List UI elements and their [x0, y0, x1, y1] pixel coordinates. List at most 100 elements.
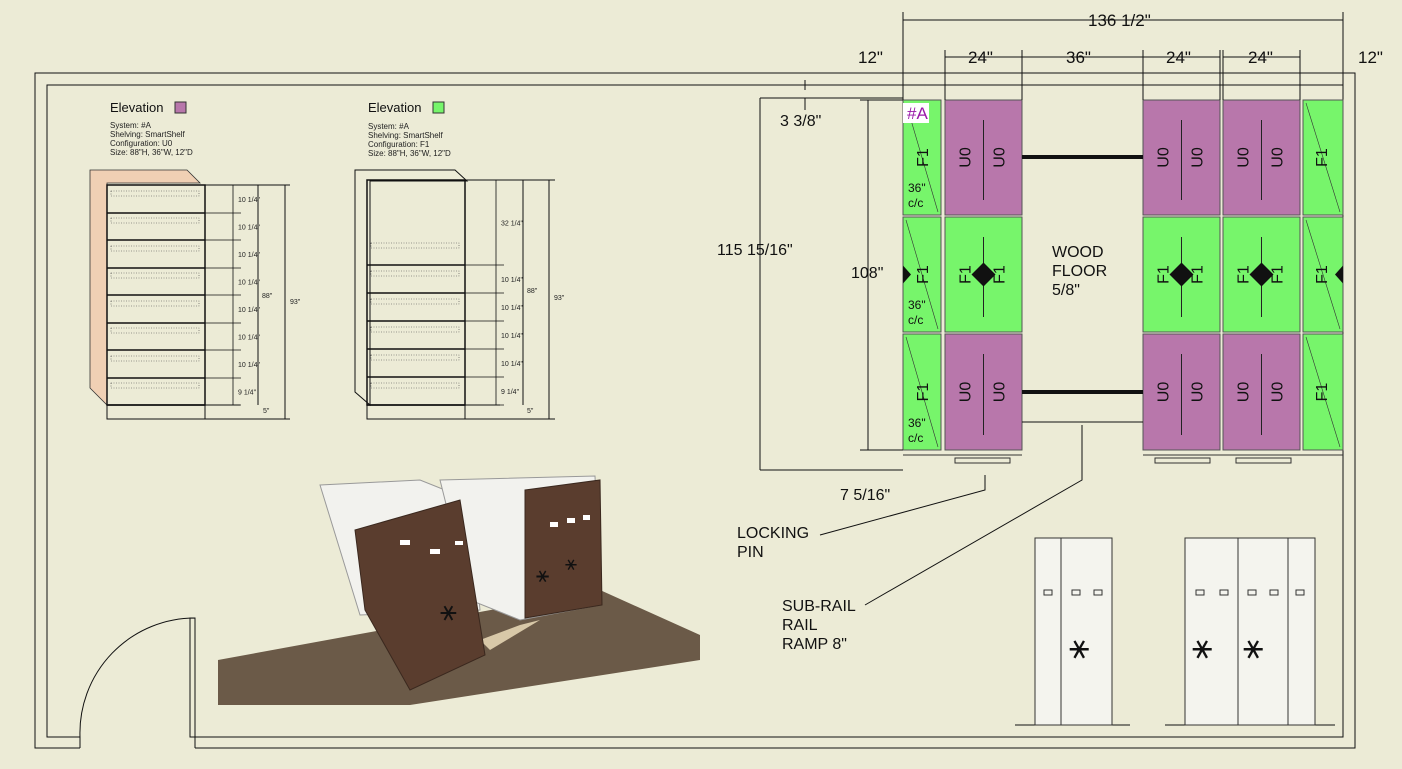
opening-dim: 32 1/4" [501, 221, 523, 228]
spacing-label: 36" [908, 298, 926, 312]
config-label: U0 [1190, 147, 1207, 168]
column-dim: 24" [968, 48, 993, 67]
system-text: System: #A [110, 121, 152, 130]
carriage-u0-row1[interactable]: U0 U0 [1222, 99, 1301, 216]
opening-dim: 10 1/4" [238, 197, 260, 204]
carriage-f1-row3[interactable]: F1 [1302, 333, 1344, 451]
opening-dim: 9 1/4" [501, 389, 520, 396]
config-label: F1 [992, 265, 1009, 284]
shelf-label-strip [110, 272, 200, 279]
size-text: Size: 88"H, 36"W, 12"D [368, 149, 451, 158]
size-text: Size: 88"H, 36"W, 12"D [110, 148, 193, 157]
handle-icon: ⚹ [1069, 628, 1089, 666]
shelf-label-strip [110, 355, 200, 362]
column-dim: 24" [1166, 48, 1191, 67]
run-length-dim: 108" [851, 265, 883, 282]
elevation-f1: Elevation System: #A Shelving: SmartShel… [354, 100, 565, 420]
spacing-label: c/c [908, 431, 923, 445]
height-dim: 88" [262, 293, 273, 300]
spacing-label: c/c [908, 196, 923, 210]
carriage-u0-row3[interactable]: U0 U0 [944, 333, 1023, 451]
carriage-f1-row3[interactable]: F1 [902, 333, 942, 451]
config-label: F1 [1236, 265, 1253, 284]
floor-note: WOOD [1052, 244, 1104, 261]
opening-dim: 10 1/4" [501, 305, 523, 312]
opening-dim: 10 1/4" [238, 335, 260, 342]
shelf-label-strip [370, 382, 460, 389]
column-dim: 36" [1066, 48, 1091, 67]
rail-label: RAIL [782, 617, 818, 634]
height-dim: 88" [527, 288, 538, 295]
opening-dim: 10 1/4" [238, 225, 260, 232]
room-walls [34, 72, 1356, 749]
handle-icon: ⚹ [536, 562, 549, 587]
config-label: U0 [992, 147, 1009, 168]
color-swatch-f1 [432, 101, 445, 114]
opening-dim: 10 1/4" [501, 277, 523, 284]
system-text: System: #A [368, 122, 410, 131]
config-label: F1 [1314, 148, 1331, 167]
config-label: U0 [992, 382, 1009, 403]
base-dim: 5" [263, 408, 270, 415]
shelf-label-strip [110, 327, 200, 334]
spacing-label: 36" [908, 416, 926, 430]
config-label: U0 [1270, 147, 1287, 168]
config-label: U0 [1236, 382, 1253, 403]
overall-dim: 93" [554, 295, 565, 302]
locking-diamond-icon [971, 262, 996, 287]
top-offset-dim: 3 3/8" [780, 113, 821, 130]
config-label: F1 [1314, 265, 1331, 284]
shelving-text: Shelving: SmartShelf [368, 131, 443, 140]
elevation-title: Elevation [110, 100, 163, 115]
3d-rendering: ⚹ ⚹ ⚹ [218, 475, 700, 705]
carriage-f1-row2[interactable]: F1 [1302, 216, 1344, 333]
shelving-text: Shelving: SmartShelf [110, 130, 185, 139]
config-label: F1 [958, 265, 975, 284]
locking-diamond-icon [1169, 262, 1194, 287]
carriage-u0-row1[interactable]: U0 U0 [944, 99, 1023, 216]
shelf-label-strip [370, 242, 460, 249]
front-elevation: ⚹ ⚹ ⚹ [1015, 537, 1335, 726]
config-label: U0 [958, 382, 975, 403]
sub-rail-label: SUB-RAIL [782, 598, 856, 615]
shelf-label-strip [110, 382, 200, 389]
carriage-u0-row1[interactable]: U0 U0 [1142, 99, 1221, 216]
column-dim: 24" [1248, 48, 1273, 67]
shelf-label-strip [370, 298, 460, 305]
config-label: U0 [958, 147, 975, 168]
elevation-title: Elevation [368, 100, 421, 115]
config-label: F1 [915, 148, 932, 167]
carriage-f1-row2[interactable]: F1 F1 [1142, 216, 1221, 333]
locking-diamond-icon [1249, 262, 1274, 287]
locking-diamond-icon [903, 265, 911, 284]
config-label: F1 [1190, 265, 1207, 284]
locking-pin-label: PIN [737, 544, 764, 561]
opening-dim: 9 1/4" [238, 390, 257, 397]
opening-dim: 10 1/4" [501, 333, 523, 340]
column-dim: 12" [1358, 48, 1383, 67]
configuration-text: Configuration: F1 [368, 140, 430, 149]
config-label: F1 [1156, 265, 1173, 284]
carriage-f1-row2[interactable]: F1 F1 [944, 216, 1023, 333]
opening-dim: 10 1/4" [238, 307, 260, 314]
floor-note: FLOOR [1052, 263, 1107, 280]
overall-width-dim: 136 1/2" [1088, 11, 1151, 30]
carriage-f1-row2[interactable]: F1 [902, 216, 942, 333]
shelf-label-strip [370, 326, 460, 333]
opening-dim: 10 1/4" [238, 362, 260, 369]
column-dim: 12" [858, 48, 883, 67]
config-label: F1 [915, 383, 932, 402]
door-swing [79, 617, 196, 745]
opening-dim: 10 1/4" [501, 361, 523, 368]
config-label: U0 [1190, 382, 1207, 403]
carriage-f1-row1[interactable]: F1 [1302, 99, 1344, 216]
config-label: U0 [1236, 147, 1253, 168]
ramp-label: RAMP 8" [782, 636, 847, 653]
spacing-label: 36" [908, 181, 926, 195]
config-label: U0 [1156, 147, 1173, 168]
shelf-label-strip [110, 190, 200, 197]
